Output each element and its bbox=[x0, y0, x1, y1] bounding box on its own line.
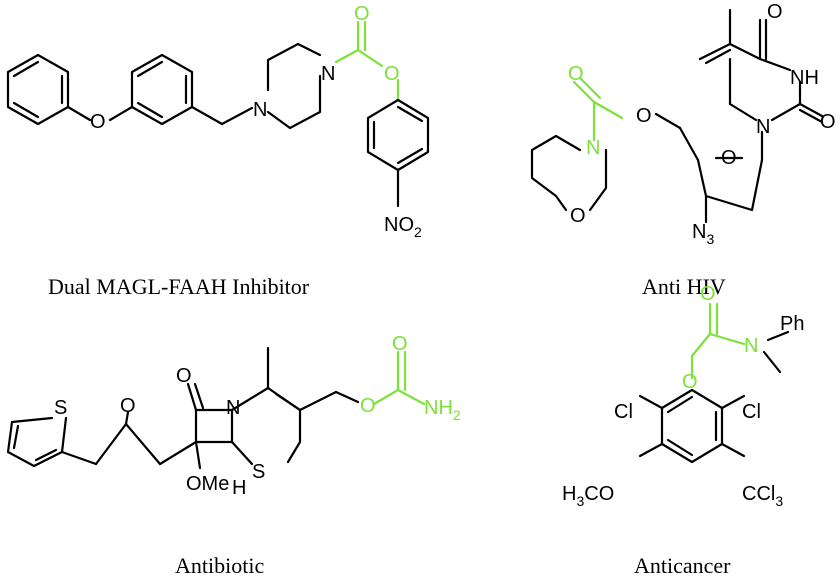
atom-h: H bbox=[232, 477, 246, 499]
atom-s: S bbox=[252, 461, 265, 483]
methoxy-label: H3CO bbox=[562, 483, 614, 509]
atom-o: O bbox=[568, 63, 584, 85]
atom-n: N bbox=[744, 335, 758, 357]
atom-o: O bbox=[700, 283, 716, 305]
atom-n: N bbox=[756, 116, 770, 138]
atom-n: N bbox=[253, 99, 267, 121]
caption-antibiotic: Antibiotic bbox=[175, 553, 264, 578]
atom-o: O bbox=[721, 147, 737, 169]
atom-nh: NH bbox=[790, 67, 819, 89]
magl-faah-inhibitor-structure: O N N O O NO2 bbox=[6, 3, 430, 240]
atom-o: O bbox=[392, 333, 408, 355]
anticancer-structure: O N Ph O Cl Cl H3CO CCl3 bbox=[562, 283, 804, 509]
atom-cl: Cl bbox=[614, 401, 633, 423]
atom-o: O bbox=[820, 111, 836, 133]
atom-o: O bbox=[384, 63, 400, 85]
antibiotic-structure: S O O N S OMe H O O NH2 bbox=[6, 333, 461, 499]
methoxy-label: OMe bbox=[186, 473, 229, 495]
atom-o: O bbox=[682, 371, 698, 393]
atom-o: O bbox=[354, 3, 370, 25]
atom-o: O bbox=[767, 1, 783, 23]
atom-n: N bbox=[321, 63, 335, 85]
atom-o: O bbox=[570, 205, 586, 227]
atom-n: N bbox=[586, 137, 600, 159]
atom-o: O bbox=[360, 395, 376, 417]
trichloromethyl-label: CCl3 bbox=[742, 483, 783, 509]
atom-o: O bbox=[90, 111, 106, 133]
caption-anti-hiv: Anti HIV bbox=[642, 274, 726, 299]
anti-hiv-structure: O NH O N O N3 O O N O bbox=[530, 1, 836, 247]
atom-cl: Cl bbox=[742, 401, 761, 423]
atom-o: O bbox=[176, 365, 192, 387]
caption-anticancer: Anticancer bbox=[634, 553, 731, 578]
atom-o: O bbox=[120, 395, 136, 417]
atom-s: S bbox=[54, 397, 67, 419]
caption-magl-faah-inhibitor: Dual MAGL-FAAH Inhibitor bbox=[48, 274, 310, 299]
amide-nh2-label: NH2 bbox=[424, 397, 461, 423]
azide-group-label: N3 bbox=[692, 221, 714, 247]
phenyl-label: Ph bbox=[780, 313, 804, 335]
atom-o: O bbox=[636, 105, 652, 127]
nitro-group-label: NO2 bbox=[384, 214, 422, 240]
atom-n: N bbox=[226, 397, 240, 419]
